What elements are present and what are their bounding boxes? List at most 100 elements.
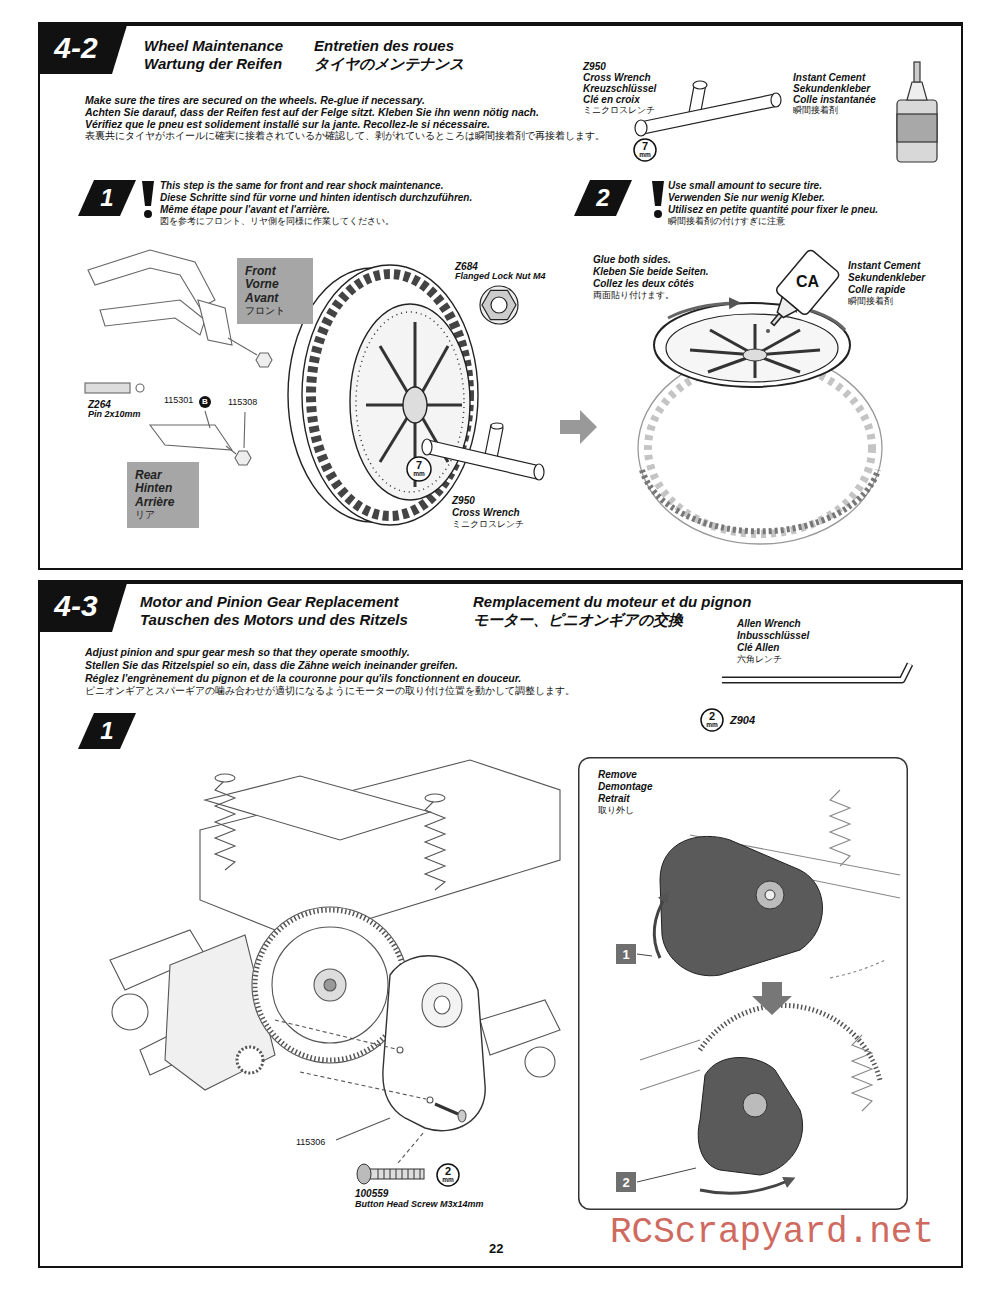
tool-size-circle: 2mm	[700, 708, 724, 732]
part-marker: B	[199, 396, 211, 408]
marker-number: 2	[596, 186, 609, 210]
tool-size: 2	[445, 1166, 451, 1177]
tool-name: Cross Wrench	[583, 72, 651, 83]
instruction-text: Réglez l'engrènement du pignon et de la …	[85, 672, 521, 684]
part-number: 115301	[164, 396, 193, 406]
inset-panel: RemoveDemontageRetrait取り外し12	[578, 757, 908, 1210]
section-panel: Wheel MaintenanceWartung der Reifen Entre…	[38, 22, 963, 570]
location-box: RearHintenArrièreリア	[127, 462, 199, 528]
tool-size: mm	[639, 152, 651, 159]
marker-number: 2	[622, 1176, 629, 1189]
tool-name: Sekundenkleber	[793, 83, 870, 94]
bottle-label: CA	[796, 273, 819, 291]
section-heading: モーター、ピニオンギアの交換	[473, 611, 683, 628]
section-panel: Motor and Pinion Gear ReplacementTausche…	[38, 580, 963, 1268]
tool-size: mm	[706, 722, 718, 729]
part-number: Z904	[730, 714, 755, 726]
instruction-text: Make sure the tires are secured on the w…	[85, 94, 425, 106]
step-note: Diese Schritte sind für vorne und hinten…	[160, 192, 472, 203]
marker-number: 1	[100, 719, 113, 743]
part-number: 115306	[296, 1138, 325, 1148]
tool-name: Instant Cement	[848, 260, 920, 271]
callout-note: Kleben Sie beide Seiten.	[593, 266, 709, 277]
section-tab: 4-2	[38, 22, 128, 74]
substep-square: 1	[616, 944, 636, 964]
location-text: Vorne	[245, 278, 305, 291]
tool-name: Colle instantanée	[793, 94, 876, 105]
part-number: Z950	[452, 495, 475, 506]
instruction-text: Vérifiez que le pneu est solidement inst…	[85, 118, 490, 130]
part-number: 100559	[355, 1188, 388, 1199]
location-text: Retrait	[598, 793, 630, 805]
marker-number: 1	[622, 948, 629, 961]
tool-name: ミニクロスレンチ	[452, 519, 524, 529]
tool-name: Sekundenkleber	[848, 272, 925, 283]
tool-name: Clé Allen	[737, 642, 779, 653]
tool-size: 2	[709, 711, 715, 722]
watermark: RCScrapyard.net	[610, 1213, 934, 1253]
tool-name: Cross Wrench	[452, 507, 520, 518]
tool-size: 7	[416, 460, 422, 471]
section-heading: Entretien des roues	[314, 37, 454, 54]
callout-note: Glue both sides.	[593, 254, 671, 265]
instruction-text: ピニオンギアとスパーギアの噛み合わせが適切になるようにモーターの取り付け位置を動…	[85, 685, 575, 696]
step-marker: 2	[574, 180, 632, 216]
tool-name: Clé en croix	[583, 94, 640, 105]
location-text: Front	[245, 265, 305, 278]
step-marker: 1	[78, 713, 136, 749]
tool-name: Allen Wrench	[737, 618, 801, 629]
instruction-text: Adjust pinion and spur gear mesh so that…	[85, 646, 410, 658]
section-heading: Wartung der Reifen	[144, 55, 282, 72]
tool-size-circle: 7mm	[633, 138, 657, 162]
location-text: Arrière	[135, 496, 191, 509]
tool-size-circle: 2mm	[436, 1163, 460, 1187]
location-text: Rear	[135, 469, 191, 482]
marker-number: 1	[100, 186, 113, 210]
tool-size-circle: 7mm	[406, 456, 432, 482]
step-note: Même étape pour l'avant et l'arrière.	[160, 204, 330, 215]
part-number: Z950	[583, 61, 606, 72]
part-name: Button Head Screw M3x14mm	[355, 1200, 484, 1210]
page-number: 22	[489, 1242, 503, 1256]
part-name: Pin 2x10mm	[88, 410, 141, 420]
section-heading: Tauschen des Motors und des Ritzels	[140, 611, 408, 628]
marker-number: 4-3	[54, 591, 97, 621]
part-number: 115308	[228, 398, 257, 408]
callout-note: Collez les deux côtés	[593, 278, 694, 289]
step-marker: 1	[78, 180, 136, 216]
step-note: This step is the same for front and rear…	[160, 180, 443, 191]
location-box: FrontVorneAvantフロント	[237, 258, 313, 324]
marker-number: B	[202, 398, 208, 406]
section-tab: 4-3	[38, 580, 128, 632]
tool-size: mm	[413, 471, 425, 478]
tool-name: 瞬間接着剤	[793, 105, 838, 115]
substep-square: 2	[616, 1172, 636, 1192]
section-heading: Wheel Maintenance	[144, 37, 283, 54]
tool-size: mm	[442, 1177, 454, 1184]
callout-note: 両面貼り付けます。	[593, 290, 674, 300]
instruction-text: 表裏共にタイヤがホイールに確実に接着されているか確認して、剥がれているところは瞬…	[85, 130, 605, 141]
tool-name: Instant Cement	[793, 72, 865, 83]
location-text: リア	[135, 509, 191, 521]
location-text: 取り外し	[598, 805, 634, 816]
tool-name: Colle rapide	[848, 284, 905, 295]
tool-name: Kreuzschlüssel	[583, 83, 656, 94]
location-text: Hinten	[135, 482, 191, 495]
instruction-text: Achten Sie darauf, dass der Reifen fest …	[85, 106, 539, 118]
part-number: Z684	[455, 261, 478, 272]
step-note: Utilisez en petite quantité pour fixer l…	[668, 204, 878, 215]
step-note: Verwenden Sie nur wenig Kleber.	[668, 192, 825, 203]
location-text: Avant	[245, 292, 305, 305]
part-name: Flanged Lock Nut M4	[455, 272, 546, 282]
tool-name: 六角レンチ	[737, 654, 782, 664]
marker-number: 4-2	[54, 33, 97, 63]
step-note: 図を参考にフロント、リヤ側を同様に作業してください。	[160, 216, 394, 226]
instruction-text: Stellen Sie das Ritzelspiel so ein, dass…	[85, 659, 458, 671]
location-text: フロント	[245, 305, 305, 317]
part-number: Z264	[88, 399, 111, 410]
section-heading: Remplacement du moteur et du pignon	[473, 593, 751, 610]
step-note: 瞬間接着剤の付けすぎに注意	[668, 216, 785, 226]
section-heading: Motor and Pinion Gear Replacement	[140, 593, 398, 610]
tool-name: ミニクロスレンチ	[583, 105, 655, 115]
tool-name: 瞬間接着剤	[848, 296, 893, 306]
